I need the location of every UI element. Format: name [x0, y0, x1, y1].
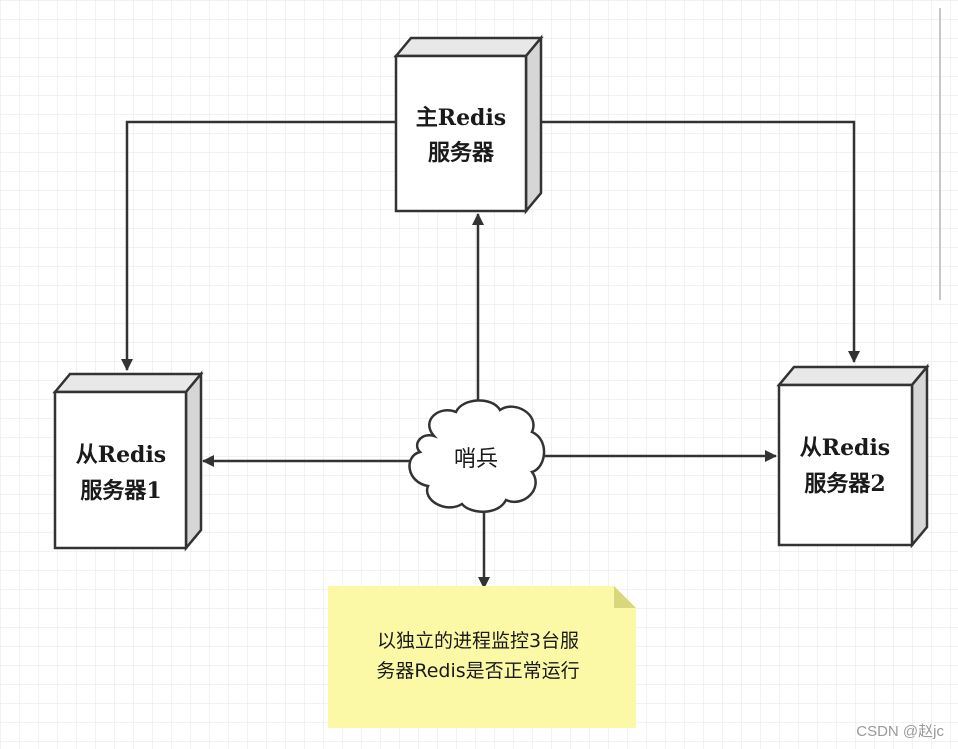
description-note[interactable]: 以独立的进程监控3台服 务器Redis是否正常运行	[328, 586, 636, 728]
master-node-label-line2: 服务器	[428, 140, 495, 166]
master-to-slave1-arrow	[121, 120, 396, 371]
note-body	[328, 586, 636, 728]
slave2-node-label-line2: 服务器2	[804, 471, 885, 497]
master-node-top	[393, 36, 544, 58]
note-text-line2: 务器Redis是否正常运行	[376, 660, 579, 682]
slave2-redis-node[interactable]: 从Redis 服务器2	[776, 363, 930, 549]
slave2-node-face	[777, 383, 914, 547]
csdn-watermark: CSDN @赵jc	[856, 723, 944, 740]
note-text-line1: 以独立的进程监控3台服	[377, 630, 579, 652]
slave2-node-side	[910, 363, 929, 549]
cloud-shape	[408, 399, 546, 513]
slave2-node-label-line1: 从Redis	[800, 435, 890, 461]
slave1-node-side	[184, 370, 203, 552]
slave1-node-top	[52, 372, 204, 394]
sentinel-label: 哨兵	[454, 447, 498, 472]
slave1-node-label-line2: 服务器1	[80, 478, 161, 504]
connectors	[121, 120, 860, 589]
master-node-face	[394, 54, 528, 213]
master-node-label-line1: 主Redis	[416, 105, 506, 131]
slave1-node-face	[53, 390, 188, 550]
note-fold	[614, 586, 636, 608]
master-redis-node[interactable]: 主Redis 服务器	[393, 34, 544, 215]
slave2-node-top	[776, 365, 930, 387]
slave1-node-label-line1: 从Redis	[76, 442, 166, 468]
master-to-slave2-arrow	[542, 120, 860, 363]
slave1-redis-node[interactable]: 从Redis 服务器1	[52, 370, 204, 552]
sentinel-cloud[interactable]: 哨兵	[408, 399, 546, 513]
master-node-side	[524, 34, 543, 215]
